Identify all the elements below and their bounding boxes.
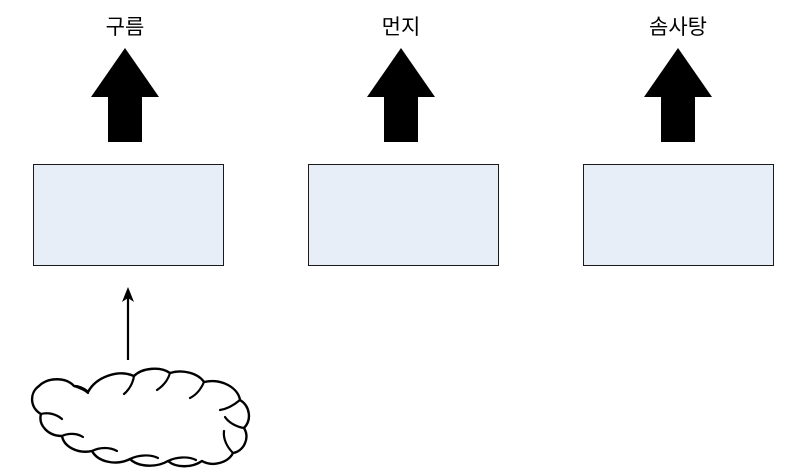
label-dust: 먼지 (381, 15, 421, 39)
label-cotton-candy: 솜사탕 (649, 15, 707, 39)
big-up-arrow-dust (367, 48, 435, 142)
thin-up-arrow (122, 287, 134, 360)
big-up-arrow-cotton-candy (644, 48, 712, 142)
cloud-inner-strokes (39, 371, 246, 463)
big-up-arrow-cloud (91, 48, 159, 142)
box-dust[interactable] (308, 164, 499, 266)
box-cotton-candy[interactable] (583, 164, 774, 266)
label-cloud: 구름 (105, 15, 145, 39)
cloud-outline (30, 367, 251, 468)
box-cloud[interactable] (33, 164, 224, 266)
